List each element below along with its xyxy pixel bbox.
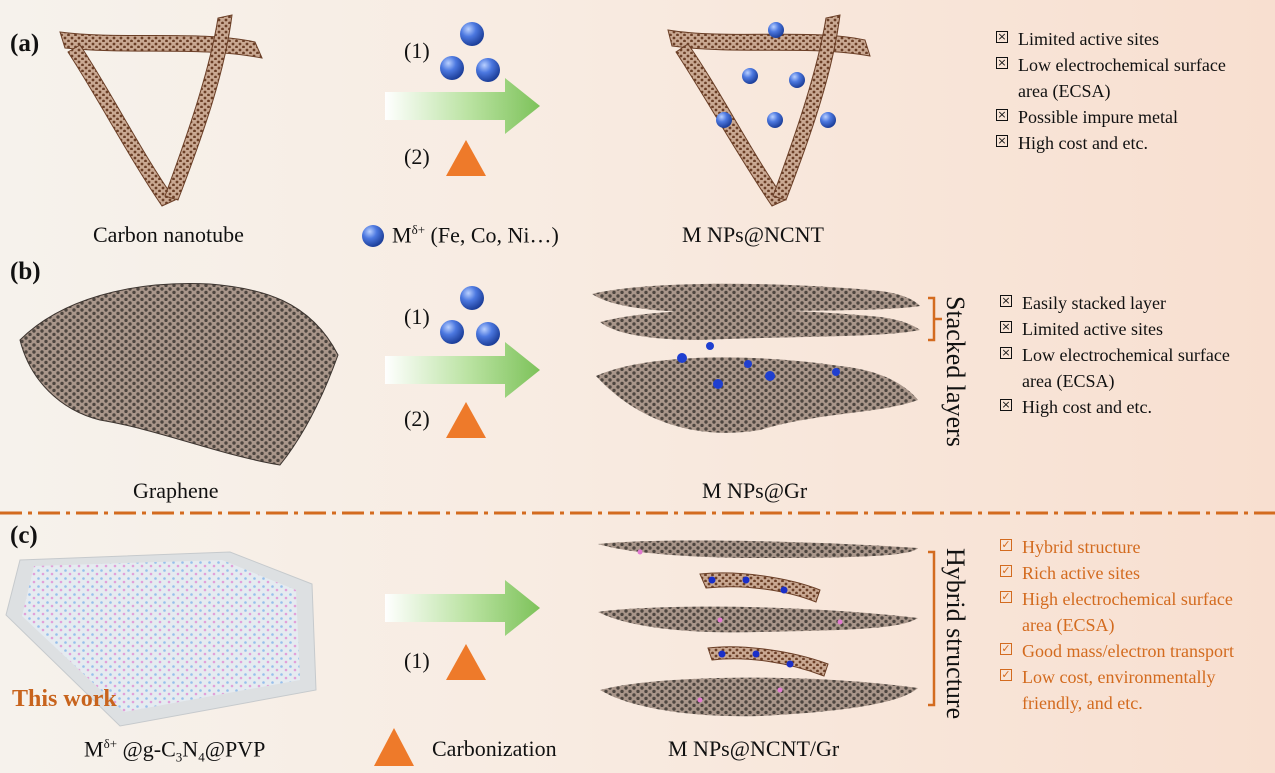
cnt-triangle-right bbox=[667, 14, 871, 207]
caption-m-nps-gr: M NPs@Gr bbox=[702, 478, 808, 503]
list-item-continued: area (ECSA) bbox=[1022, 615, 1115, 635]
caption-graphene: Graphene bbox=[133, 478, 219, 503]
carbonization-triangle-c bbox=[446, 644, 486, 680]
list-item-continued: area (ECSA) bbox=[1022, 371, 1115, 391]
metal-ions-b bbox=[440, 286, 500, 346]
advantage-list-c: ✓Hybrid structure ✓Rich active sites ✓Hi… bbox=[1000, 534, 1234, 716]
carbonization-triangle-b bbox=[446, 402, 486, 438]
cross-box-icon: × bbox=[996, 134, 1008, 147]
this-work-label: This work bbox=[12, 686, 117, 712]
list-item: ✓High electrochemical surface bbox=[1000, 589, 1233, 609]
list-item: ✓Good mass/electron transport bbox=[1000, 641, 1234, 661]
precursor-gel-film bbox=[5, 551, 317, 727]
caption-metal-ion: Mδ+ (Fe, Co, Ni…) bbox=[392, 222, 559, 248]
cross-box-icon: × bbox=[1000, 294, 1012, 307]
legend-metal-ball bbox=[362, 225, 384, 247]
drawback-list-b: ×Easily stacked layer ×Limited active si… bbox=[1000, 290, 1230, 420]
list-item-continued: friendly, and etc. bbox=[1022, 693, 1143, 713]
metal-nps-on-cnt bbox=[716, 22, 836, 128]
stacked-bracket bbox=[928, 296, 942, 342]
reaction-arrow-b bbox=[385, 342, 540, 398]
list-item: ×Possible impure metal bbox=[996, 107, 1178, 127]
graphene-sheet bbox=[19, 283, 339, 466]
side-label-stacked-layers: Stacked layers bbox=[941, 296, 970, 447]
step-label-b1: (1) bbox=[404, 304, 430, 329]
reaction-arrow-c bbox=[385, 580, 540, 636]
step-label-b2: (2) bbox=[404, 406, 430, 431]
step-label-c1: (1) bbox=[404, 648, 430, 673]
caption-precursor: Mδ+ @g-C3N4@PVP bbox=[84, 736, 266, 765]
carbonization-triangle-a bbox=[446, 140, 486, 176]
caption-m-nps-ncnt-gr: M NPs@NCNT/Gr bbox=[668, 736, 840, 761]
hybrid-structure-stack bbox=[598, 540, 918, 717]
panel-label-b: (b) bbox=[10, 258, 41, 285]
stacked-graphene-layers bbox=[592, 283, 920, 433]
list-item: ×Low electrochemical surface bbox=[1000, 345, 1230, 365]
check-box-icon: ✓ bbox=[1000, 564, 1012, 577]
cross-box-icon: × bbox=[1000, 398, 1012, 411]
list-item: ✓Low cost, environmentally bbox=[1000, 667, 1216, 687]
check-box-icon: ✓ bbox=[1000, 642, 1012, 655]
list-item: ×Low electrochemical surface bbox=[996, 55, 1226, 75]
caption-carbon-nanotube: Carbon nanotube bbox=[93, 222, 244, 247]
cross-box-icon: × bbox=[996, 108, 1008, 121]
list-item: ×Limited active sites bbox=[996, 29, 1159, 49]
list-item-continued: area (ECSA) bbox=[1018, 81, 1111, 101]
list-item: ×Limited active sites bbox=[1000, 319, 1163, 339]
panel-label-c: (c) bbox=[10, 522, 38, 549]
cross-box-icon: × bbox=[1000, 346, 1012, 359]
list-item: ✓Rich active sites bbox=[1000, 563, 1140, 583]
cross-box-icon: × bbox=[996, 56, 1008, 69]
drawback-list-a: ×Limited active sites ×Low electrochemic… bbox=[996, 26, 1226, 156]
cnt-triangle-left bbox=[59, 14, 263, 207]
legend-carbonization-triangle bbox=[374, 728, 414, 766]
check-box-icon: ✓ bbox=[1000, 538, 1012, 551]
check-box-icon: ✓ bbox=[1000, 668, 1012, 681]
check-box-icon: ✓ bbox=[1000, 590, 1012, 603]
panel-label-a: (a) bbox=[10, 30, 40, 57]
cross-box-icon: × bbox=[996, 30, 1008, 43]
step-label-a2: (2) bbox=[404, 144, 430, 169]
list-item: ×High cost and etc. bbox=[1000, 397, 1152, 417]
hybrid-bracket bbox=[928, 550, 936, 707]
reaction-arrow-a bbox=[385, 78, 540, 134]
cross-box-icon: × bbox=[1000, 320, 1012, 333]
side-label-hybrid-structure: Hybrid structure bbox=[941, 548, 970, 720]
list-item: ×Easily stacked layer bbox=[1000, 293, 1166, 313]
list-item: ✓Hybrid structure bbox=[1000, 537, 1141, 557]
caption-m-nps-ncnt: M NPs@NCNT bbox=[682, 222, 824, 247]
metal-ions-a bbox=[440, 22, 500, 82]
list-item: ×High cost and etc. bbox=[996, 133, 1148, 153]
caption-carbonization: Carbonization bbox=[432, 736, 557, 761]
step-label-a1: (1) bbox=[404, 38, 430, 63]
